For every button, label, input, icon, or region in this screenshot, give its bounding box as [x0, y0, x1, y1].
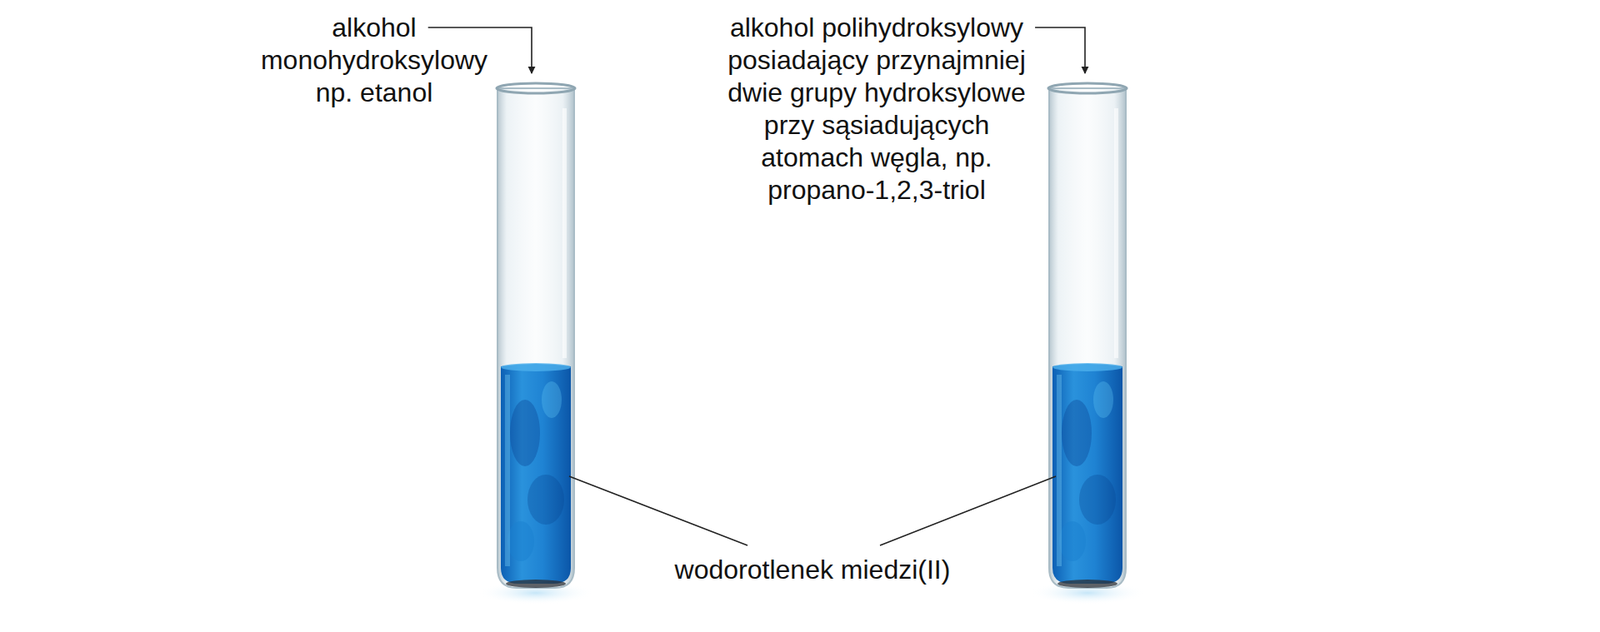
label-text: alkohol polihydroksylowy posiadający prz…	[713, 11, 1040, 207]
pointer-arrow	[1035, 27, 1085, 74]
leader-line	[569, 476, 748, 546]
leader-line	[880, 476, 1056, 546]
test-tube-right	[1029, 83, 1146, 605]
label-text: wodorotlenek miedzi(II)	[633, 554, 992, 587]
label-text: alkohol monohydroksylowy np. etanol	[249, 11, 500, 110]
test-tube-left	[477, 83, 595, 605]
